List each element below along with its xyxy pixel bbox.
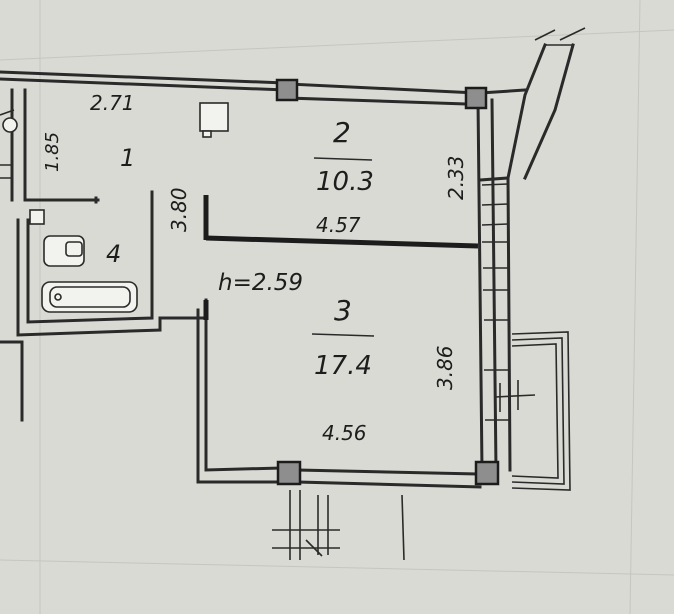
- stair-exit: [272, 490, 405, 561]
- room-2-width: 4.57: [316, 213, 361, 237]
- column: [275, 78, 299, 102]
- room-4-number: 4: [106, 240, 121, 268]
- column: [464, 86, 488, 110]
- sink-lines: [0, 109, 15, 179]
- room-3-area: 17.4: [314, 351, 372, 381]
- corridor-dimension: 3.80: [167, 187, 191, 232]
- room-2-depth: 2.33: [444, 155, 468, 200]
- room-3-depth: 3.86: [433, 345, 457, 390]
- room-1-width: 2.71: [90, 91, 135, 115]
- sink: [2, 117, 18, 133]
- bathtub-inner: [49, 286, 131, 308]
- ceiling-height: h=2.59: [218, 270, 303, 296]
- column: [474, 460, 500, 486]
- window-upper: [481, 183, 509, 243]
- column: [276, 460, 302, 486]
- area-fraction-line-room-2: [313, 157, 373, 161]
- room-3-width: 4.56: [322, 421, 367, 445]
- kitchen-appliance: [199, 102, 229, 132]
- structural-columns: [275, 78, 500, 486]
- room-1-number: 1: [120, 144, 135, 172]
- washbasin-bowl: [65, 241, 83, 257]
- fixtures: [0, 102, 229, 313]
- partition-wall: [205, 235, 479, 249]
- room-2-area: 10.3: [316, 167, 374, 197]
- toilet-tank: [29, 209, 45, 225]
- room-3-number: 3: [334, 294, 352, 327]
- walls: [0, 27, 586, 561]
- bathtub-drain: [54, 293, 62, 301]
- area-fraction-line-room-3: [311, 333, 375, 337]
- window-lower: [483, 267, 511, 421]
- balcony: [494, 331, 571, 491]
- appliance-foot: [202, 130, 212, 138]
- room-1-depth: 1.85: [42, 132, 63, 172]
- room-2-number: 2: [333, 116, 351, 149]
